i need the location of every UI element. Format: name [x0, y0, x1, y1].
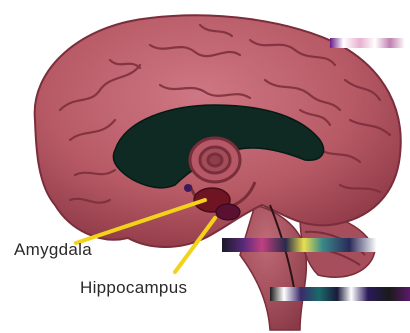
amygdala-label: Amygdala: [14, 240, 92, 260]
artifact-strip: [270, 287, 410, 301]
artifact-strip: [222, 238, 404, 252]
brainstem: [240, 205, 306, 330]
hippocampus-label: Hippocampus: [80, 278, 187, 298]
hippocampus-region: [216, 204, 240, 220]
artifact-strip: [330, 38, 405, 48]
thalamus: [190, 138, 240, 182]
